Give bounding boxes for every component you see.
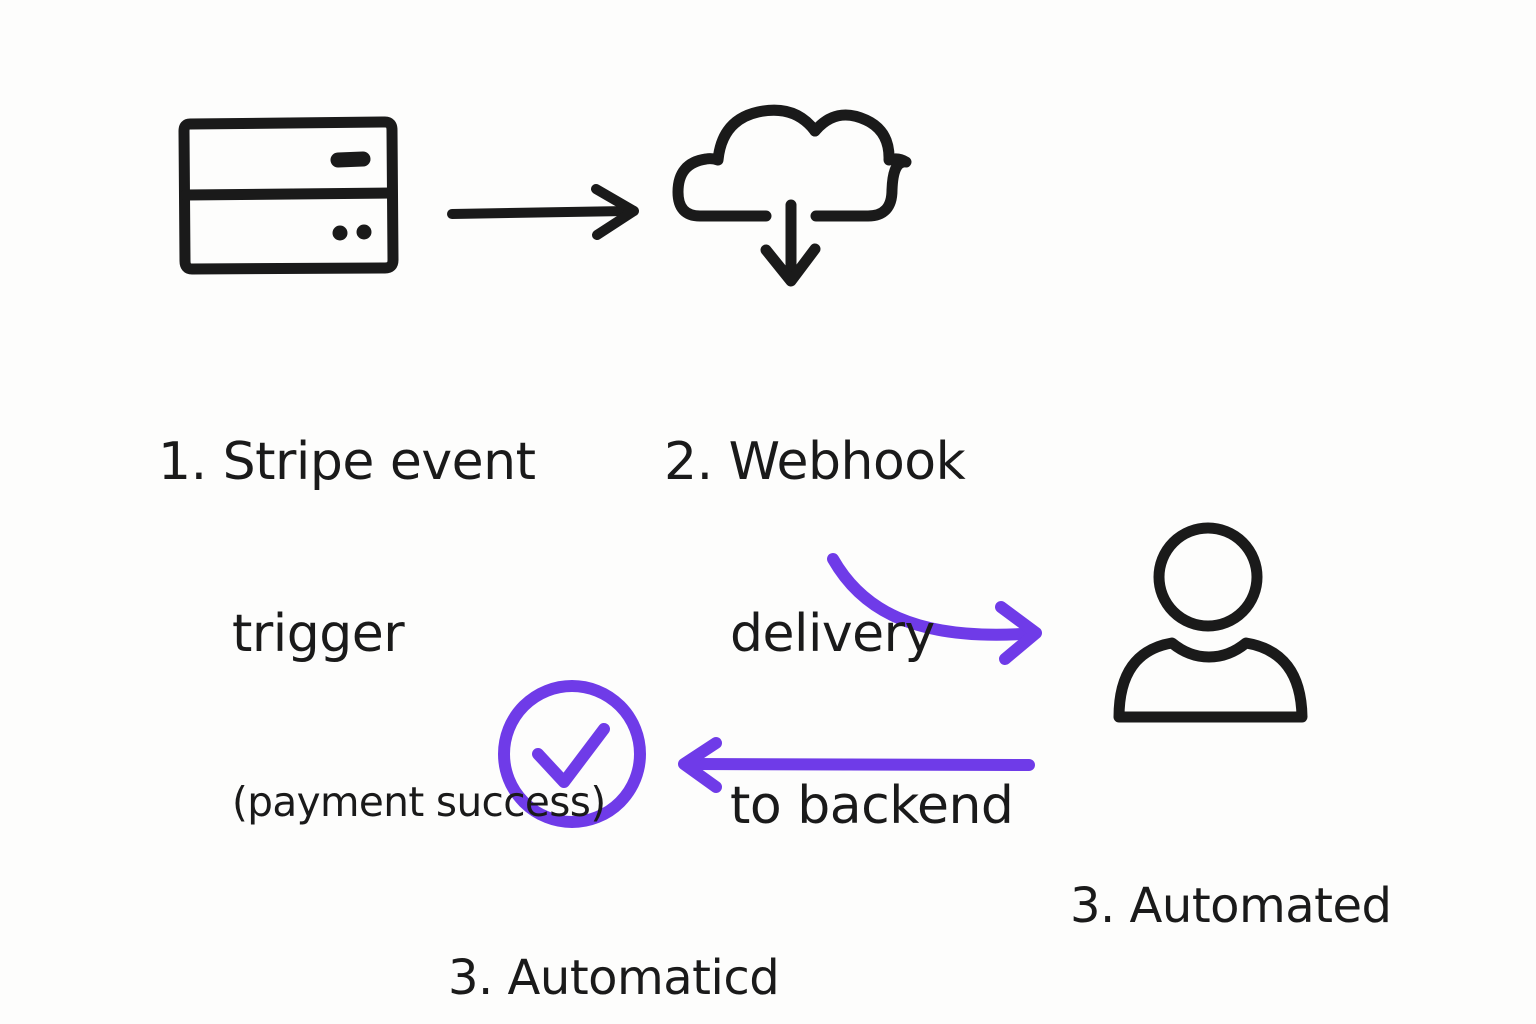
label-step-1-line-2: trigger bbox=[232, 603, 405, 664]
cloud-download-icon bbox=[672, 104, 912, 287]
label-step-3-crm: 3. Automated status update in CRM bbox=[1070, 774, 1443, 1024]
label-step-3-status: 3. Automaticd status update bbox=[448, 846, 825, 1024]
server-icon bbox=[178, 116, 399, 275]
arrow-person-to-check-icon bbox=[678, 737, 1035, 793]
label-step-1-sublabel: (payment success) bbox=[232, 777, 606, 826]
label-step-1-line-1: 1. Stripe event bbox=[158, 432, 536, 493]
check-circle-icon bbox=[498, 680, 646, 828]
label-step-3-status-line-1: 3. Automaticd bbox=[448, 949, 780, 1006]
arrow-backend-to-person-icon bbox=[827, 553, 1042, 665]
label-step-1: 1. Stripe event trigger (payment success… bbox=[158, 320, 606, 938]
label-step-2: 2. Webhook delivery to backend bbox=[664, 320, 1014, 949]
arrow-server-to-cloud-icon bbox=[447, 184, 639, 240]
label-step-3-crm-line-1: 3. Automated bbox=[1070, 877, 1392, 934]
label-step-2-line-1: 2. Webhook bbox=[664, 432, 966, 493]
person-icon bbox=[1113, 522, 1308, 723]
label-step-2-line-2: delivery bbox=[730, 603, 935, 664]
label-step-2-line-3: to backend bbox=[730, 775, 1014, 836]
